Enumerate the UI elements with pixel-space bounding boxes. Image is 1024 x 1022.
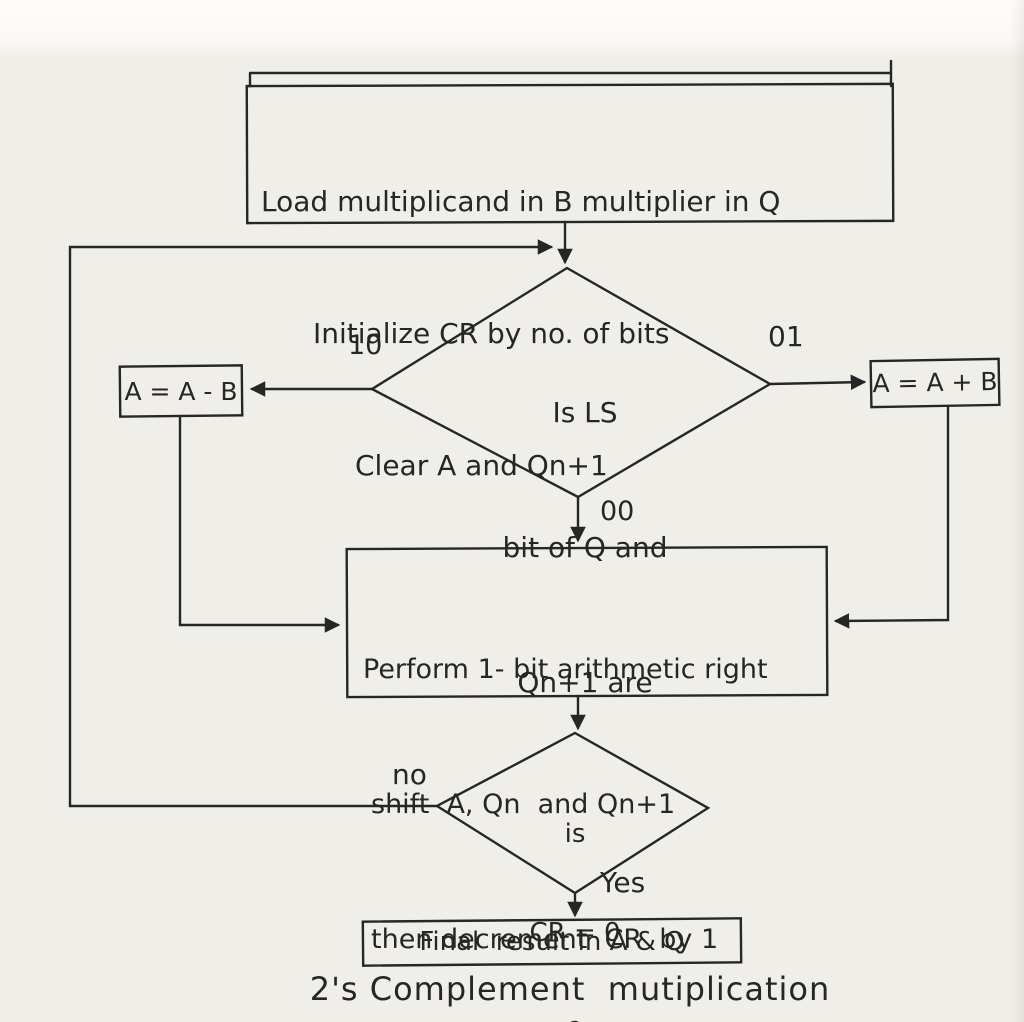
shift-box-text: Perform 1- bit arithmetic right shift A,… [347, 557, 827, 1022]
shift-box-line-3: then decrement CR by 1 [371, 924, 719, 955]
shift-box-line-1: Perform 1- bit arithmetic right [363, 654, 768, 685]
branch-no-label: no [392, 758, 427, 791]
subtract-box-label: A = A - B [124, 376, 238, 406]
final-box-label: Final result in A & Q [419, 927, 685, 957]
shift-box-outline [345, 545, 829, 699]
start-box-line-1: Load multiplicand in B multiplier in Q [261, 185, 781, 218]
start-box-overstroke [248, 59, 893, 88]
decision-counter-line-1: is [564, 819, 586, 849]
start-box-line-2: Initialize CR by no. of bits [313, 317, 670, 350]
decision-bits-line-2: bit of Q and [502, 531, 668, 564]
subtract-box-outline [118, 364, 244, 418]
start-box-text: Load multiplicand in B multiplier in Q I… [247, 92, 893, 576]
add-box-outline [869, 357, 1001, 409]
decision-bits-line-3: Qn+1 are [517, 666, 653, 699]
decision-counter-line-2: CR = 0 [529, 918, 621, 948]
branch-10-label: 10 [348, 330, 383, 361]
start-box-outline [245, 82, 895, 225]
connector-subtract-to-shift [178, 414, 341, 633]
arrow-branch-01 [768, 374, 867, 391]
shift-box-line-2: shift A, Qn and Qn+1 [371, 789, 676, 820]
decision-bits-line-1: Is LS [552, 396, 618, 429]
decision-bits-text: Is LS bit of Q and Qn+1 are [420, 300, 750, 795]
add-box-label: A = A + B [872, 366, 998, 398]
decision-counter-text: is CR = 0 ? [470, 752, 680, 1022]
branch-yes-label: Yes [600, 866, 646, 899]
final-box-outline [361, 917, 743, 967]
feedback-loop-line [68, 239, 554, 808]
connector-add-to-shift [833, 404, 950, 629]
branch-00-label: 00 [600, 496, 635, 527]
diagram-caption: 2's Complement mutiplication [309, 970, 831, 1008]
start-box-line-3: Clear A and Qn+1 [355, 449, 608, 482]
decision-counter-line-3: ? [470, 1016, 680, 1022]
branch-01-label: 01 [768, 320, 804, 353]
